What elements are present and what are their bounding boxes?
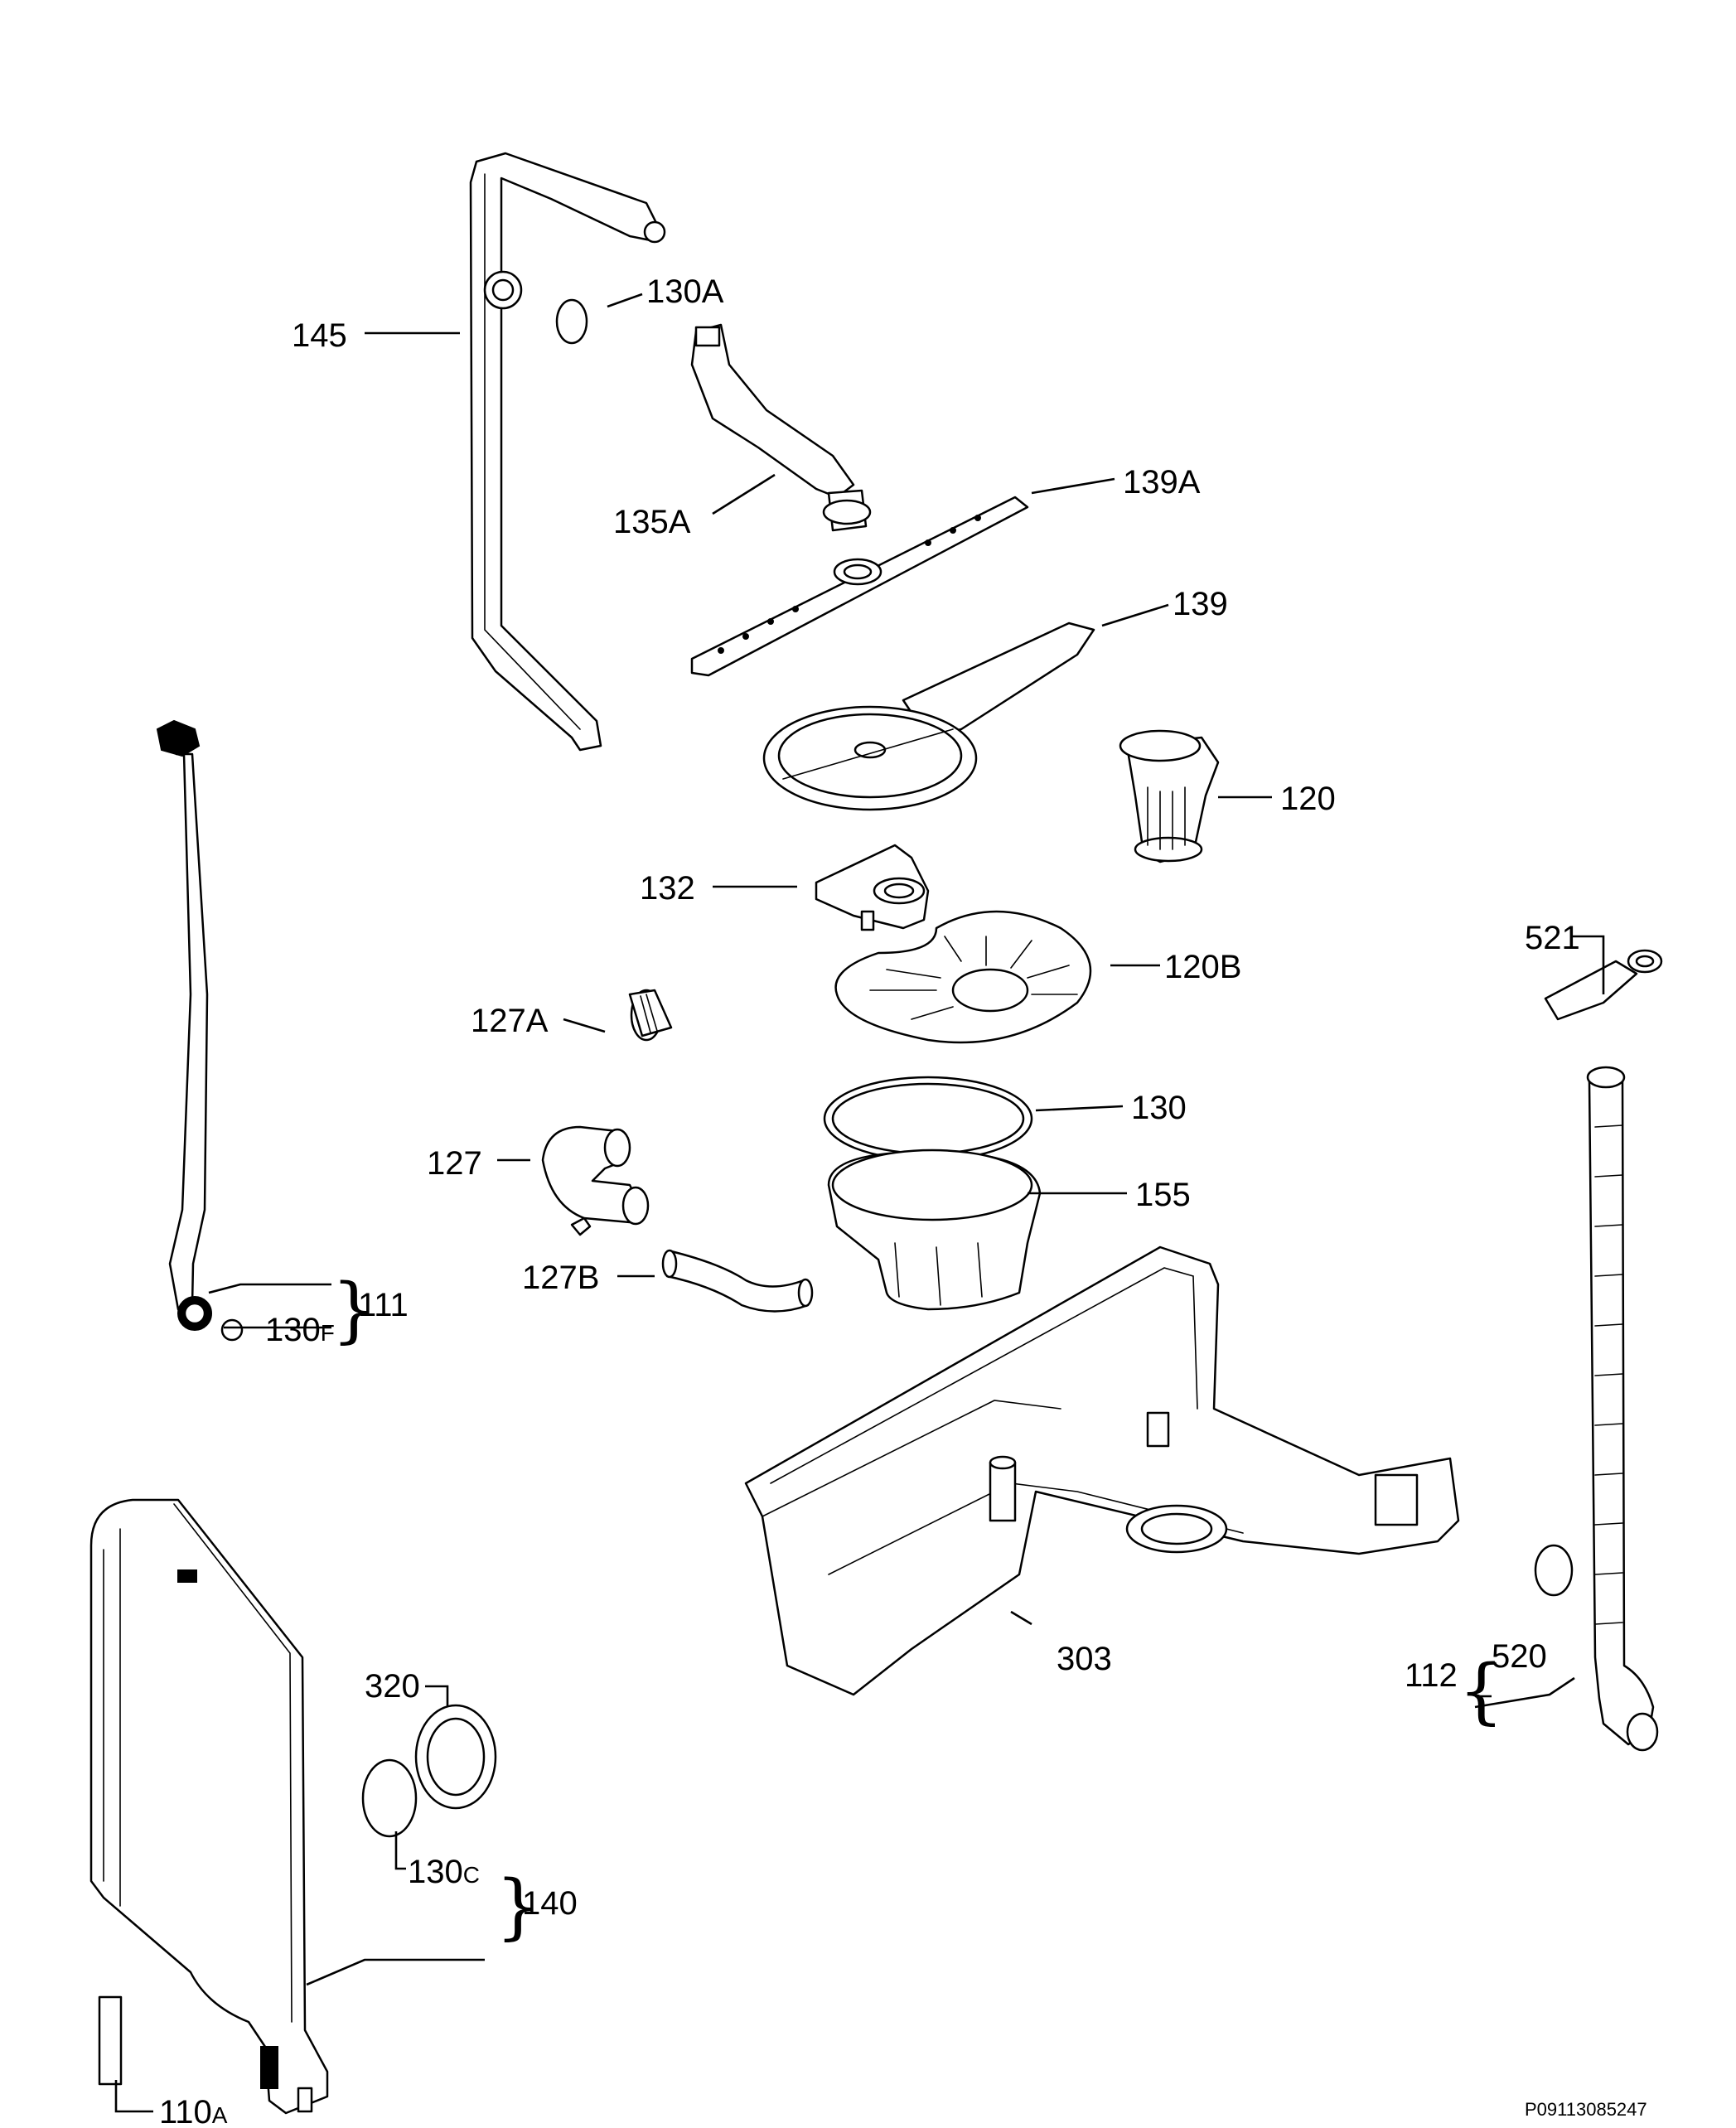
part-127-elbow <box>541 1125 650 1236</box>
part-135a-arm-support <box>690 323 872 532</box>
part-155-sump <box>827 1149 1042 1311</box>
callout-130: 130 <box>1131 1090 1187 1126</box>
document-code: P09113085247 <box>1525 2099 1647 2120</box>
part-130c-o-ring <box>361 1758 418 1838</box>
part-139a-upper-spray-arm <box>690 496 1029 677</box>
part-127a-connector <box>628 989 673 1042</box>
callout-132: 132 <box>640 870 695 907</box>
leader-lines <box>114 293 1605 2113</box>
callout-110a: 110A <box>159 2094 228 2128</box>
callout-155: 155 <box>1135 1177 1191 1213</box>
callout-127a: 127A <box>471 1003 549 1039</box>
part-320-seal <box>414 1704 497 1810</box>
callout-320: 320 <box>365 1668 420 1705</box>
part-521-clip <box>1544 949 1663 1021</box>
part-145-supply-pipe <box>469 152 666 752</box>
brace-111: } <box>331 1269 377 1352</box>
callout-120b: 120B <box>1164 949 1241 985</box>
callout-145: 145 <box>292 317 347 354</box>
brace-112: { <box>1458 1650 1504 1733</box>
part-130a-o-ring <box>555 298 588 345</box>
callout-135a: 135A <box>613 504 691 540</box>
part-303-base <box>744 1245 1460 1696</box>
callout-303: 303 <box>1057 1641 1112 1677</box>
part-120b-filter-plate <box>834 910 1092 1044</box>
callout-520: 520 <box>1492 1638 1547 1675</box>
callout-139: 139 <box>1173 586 1228 622</box>
part-130-gasket <box>823 1076 1033 1162</box>
callout-130a: 130A <box>646 273 724 310</box>
callout-120: 120 <box>1280 781 1336 817</box>
callout-130f: 130F <box>265 1312 335 1348</box>
part-111-inlet-hose <box>156 719 244 1342</box>
part-112-drain-hose <box>1534 1066 1659 1752</box>
callout-112: 112 <box>1405 1657 1458 1694</box>
callout-140: 140 <box>522 1885 578 1922</box>
part-140-side-panel <box>89 1498 329 2115</box>
brace-140: } <box>496 1865 541 1948</box>
part-127b-hose <box>661 1249 814 1313</box>
part-120-filter <box>1119 729 1220 863</box>
part-139-lower-spray-arm <box>762 621 1095 811</box>
callout-130c: 130C <box>408 1854 480 1890</box>
callout-521: 521 <box>1525 920 1580 956</box>
part-132-housing <box>815 844 930 931</box>
callout-labels: 145 130A 135A 139A 139 120 132 521 120B … <box>159 273 1647 2128</box>
callout-127: 127 <box>427 1145 482 1182</box>
callout-111: 111 <box>358 1287 409 1323</box>
callout-127b: 127B <box>522 1260 599 1296</box>
callout-139a: 139A <box>1123 464 1201 501</box>
